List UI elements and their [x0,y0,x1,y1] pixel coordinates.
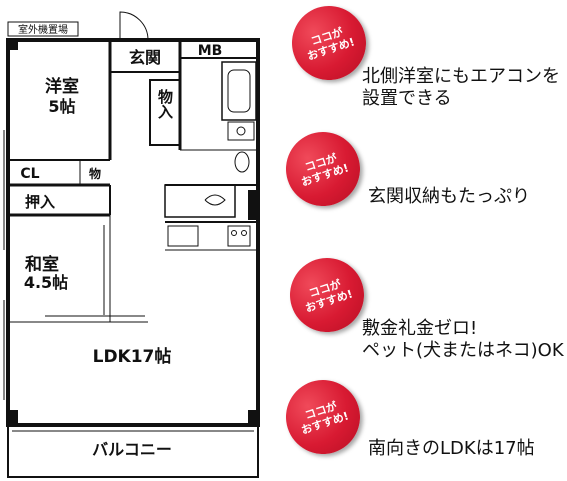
label-storage-vertical: 物入 [156,88,174,119]
label-japanese-room-size: 4.5帖 [24,273,68,292]
outdoor-unit-label: 室外機置場 [18,23,68,36]
label-western-room-size: 5帖 [48,97,75,116]
feature-2: 玄関収納もたっぷり [368,186,530,208]
label-japanese-room: 和室 [25,254,59,275]
feature-4: 南向きのLDKは17帖 [368,438,535,460]
label-storage-small: 物 [89,166,101,181]
recommend-badge-4: ココが おすすめ! [276,370,370,464]
feature-1-line2: 設置できる [362,88,452,109]
recommend-badge-2: ココが おすすめ! [276,122,370,216]
label-mb: MB [198,43,223,59]
feature-3: 敷金礼金ゼロ! ペット(犬またはネコ)OK [362,318,564,362]
feature-4-line1: 南向きのLDKは17帖 [368,438,535,459]
feature-1-line1: 北側洋室にもエアコンを [362,66,560,87]
feature-2-line1: 玄関収納もたっぷり [368,186,530,207]
label-entrance: 玄関 [129,48,161,67]
floor-plan: 室外機置場 洋室 5帖 [3,11,260,478]
label-western-room: 洋室 [45,76,79,97]
feature-3-line2: ペット(犬またはネコ)OK [362,340,564,361]
feature-3-line1: 敷金礼金ゼロ! [362,318,478,339]
label-oshiire: 押入 [25,193,55,211]
label-closet: CL [20,166,39,182]
feature-1: 北側洋室にもエアコンを 設置できる [362,66,560,110]
recommend-badge-3: ココが おすすめ! [280,248,374,342]
label-ldk: LDK17帖 [93,346,172,367]
label-balcony: バルコニー [92,440,172,459]
